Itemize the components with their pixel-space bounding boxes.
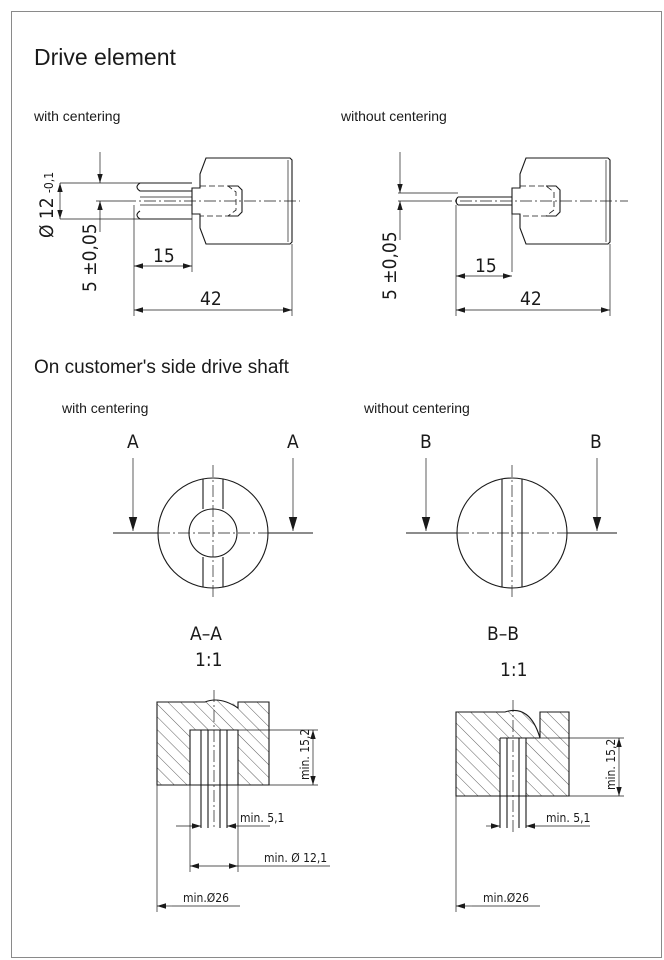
dim-slot-label: min. 5,1	[240, 811, 284, 825]
dim-length-total-label: 42	[520, 288, 542, 310]
section-a-a: A–A 1:1 min. 15,2 min. 5,1 min. Ø 12,1 m…	[156, 623, 330, 912]
slot-outline	[499, 738, 527, 828]
dim-depth-label: min. 15,2	[604, 739, 618, 790]
section-b-b: B–B 1:1 min. 15,2 min. 5,1 min.Ø26	[455, 623, 624, 912]
slot-outline	[200, 730, 228, 828]
drive-element-with-centering: Ø 12 -0,1 5 ±0,05 15 42	[36, 152, 300, 316]
section-title: A–A	[190, 623, 222, 645]
drive-element-without-centering: 5 ±0,05 15 42	[379, 152, 628, 316]
dim-length-total-label: 42	[200, 288, 222, 310]
cut-label-left: A	[127, 431, 139, 453]
dim-outer-label: min.Ø26	[483, 891, 529, 905]
cut-label-right: A	[287, 431, 299, 453]
drive-body-outline	[191, 157, 293, 245]
section-title: B–B	[487, 623, 519, 645]
shaft-face-view-a: A A	[113, 431, 313, 600]
cut-label-left: B	[420, 431, 432, 453]
dim-offset-label: 5 ±0,05	[379, 231, 401, 300]
dim-length-short-label: 15	[153, 245, 175, 267]
caption-shaft-without-centering: without centering	[364, 400, 470, 416]
cut-label-right: B	[590, 431, 602, 453]
caption-shaft-with-centering: with centering	[62, 400, 149, 416]
dim-offset-label: 5 ±0,05	[79, 223, 101, 292]
page-title: Drive element	[34, 44, 176, 70]
drive-pin-outline	[136, 182, 192, 220]
caption-without-centering: without centering	[341, 108, 447, 124]
dim-outer-label: min.Ø26	[183, 891, 229, 905]
drawing-frame	[11, 11, 662, 958]
dim-depth-label: min. 15,2	[298, 729, 312, 780]
section-outline	[455, 710, 570, 797]
section-title-shaft: On customer's side drive shaft	[34, 357, 289, 378]
section-scale: 1:1	[195, 649, 223, 671]
dim-diameter-tolerance: -0,1	[42, 172, 56, 193]
dim-length-short-label: 15	[475, 255, 497, 277]
drive-body-outline	[511, 157, 611, 245]
section-scale: 1:1	[500, 659, 528, 681]
section-hatch	[157, 699, 269, 785]
dim-diameter-label: Ø 12	[36, 197, 58, 238]
drive-bore-edge	[228, 185, 243, 217]
caption-with-centering: with centering	[34, 108, 121, 124]
shaft-face-view-b: B B	[406, 431, 617, 600]
drive-hidden-bore	[520, 185, 555, 217]
dim-slot-label: min. 5,1	[546, 811, 590, 825]
dim-bore-label: min. Ø 12,1	[264, 851, 327, 865]
